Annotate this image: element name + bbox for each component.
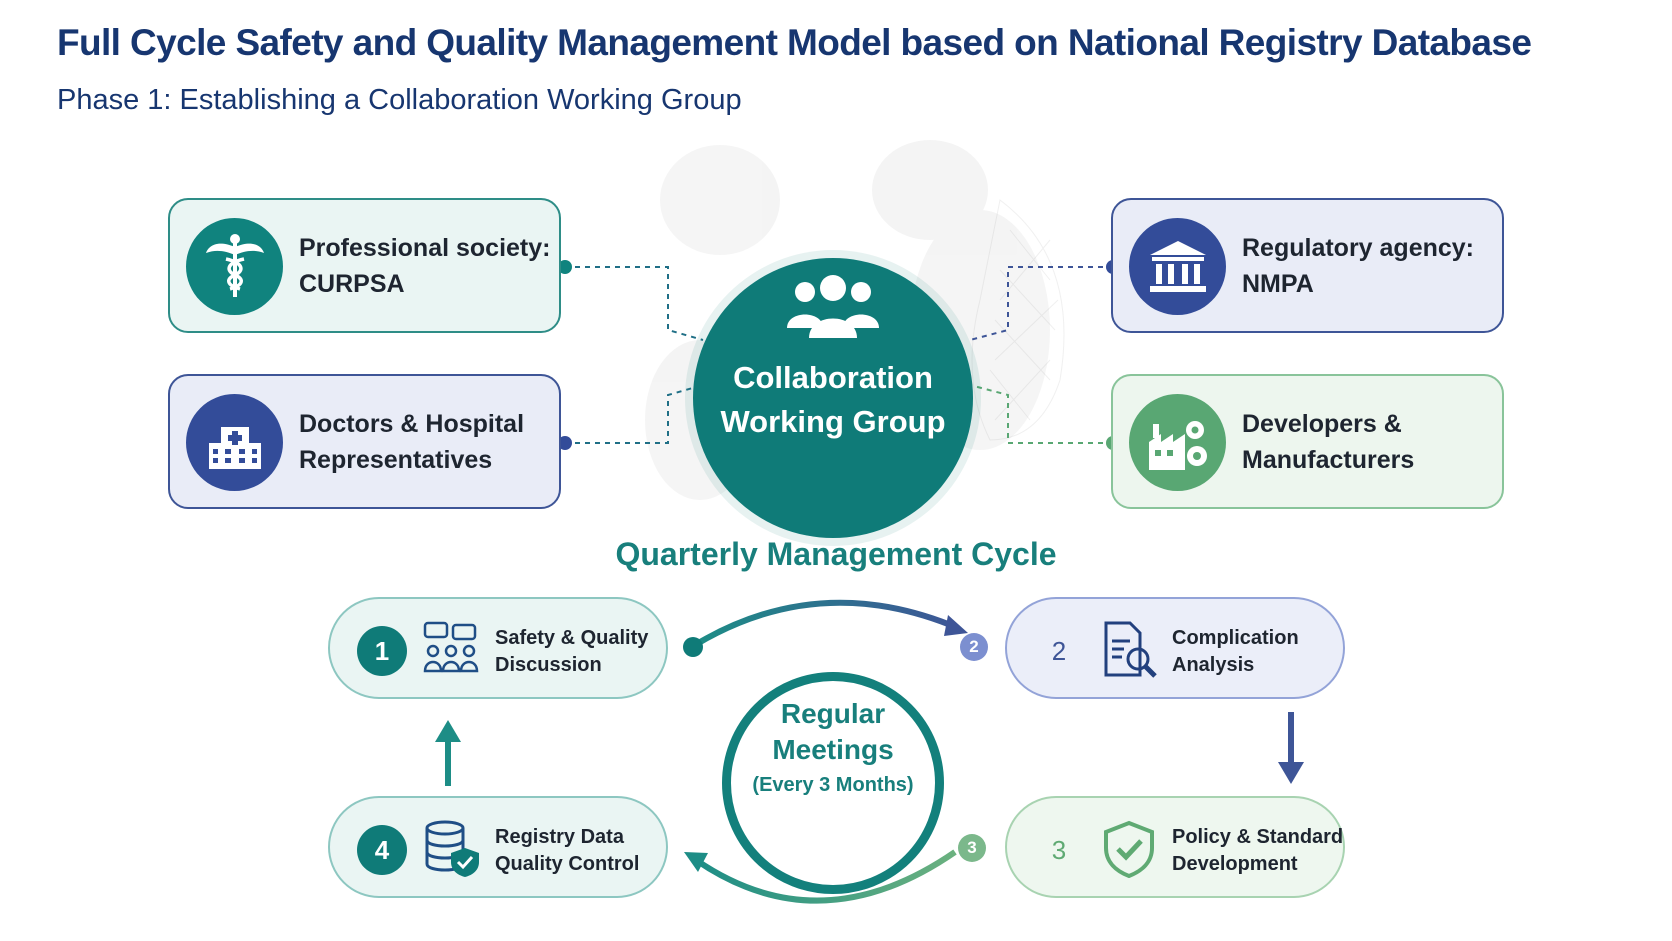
government-building-icon (1129, 218, 1226, 315)
collaboration-group-label: Collaboration Working Group (720, 360, 946, 439)
cycle-step-4: 4 Registry Data Quality Control (328, 796, 668, 898)
document-search-icon (1100, 621, 1158, 679)
page-title: Full Cycle Safety and Quality Management… (57, 22, 1532, 63)
member-card-professional-society: Professional society: CURPSA (168, 198, 561, 333)
member-name: Manufacturers (1242, 446, 1415, 474)
member-label: Professional society: (299, 234, 551, 262)
step-label: Policy & Standard (1172, 826, 1344, 848)
cycle-step-1: 1 Safety & Quality Discussion (328, 597, 668, 699)
member-card-doctors: Doctors & Hospital Representatives (168, 374, 561, 509)
meetings-label-line1: Regular (780, 698, 886, 729)
member-label: Developers & (1242, 410, 1402, 438)
cycle-title: Quarterly Management Cycle (615, 536, 1057, 572)
step-label: Analysis (1172, 654, 1255, 676)
step-label: Complication (1172, 627, 1299, 649)
cycle-step-3: 3 Policy & Standard Development (1005, 796, 1345, 898)
member-card-developers: Developers & Manufacturers (1111, 374, 1504, 509)
member-name: Representatives (299, 446, 493, 474)
member-name: CURPSA (299, 270, 405, 298)
shield-check-icon (1100, 820, 1158, 879)
step-label: Quality Control (495, 853, 640, 875)
meetings-frequency: (Every 3 Months) (752, 774, 914, 796)
step-number: 4 (357, 825, 407, 875)
regular-meetings-ring (722, 672, 944, 894)
step-label: Development (1172, 853, 1298, 875)
step-number: 3 (1051, 834, 1067, 865)
step-label: Discussion (495, 654, 602, 676)
cycle-step-2: 2 Complication Analysis (1005, 597, 1345, 699)
member-card-regulatory: Regulatory agency: NMPA (1111, 198, 1504, 333)
connector-badge-3: 3 (958, 834, 986, 862)
step-label: Registry Data (495, 826, 624, 848)
step-number: 2 (1051, 635, 1067, 666)
meetings-label-line2: Meetings (772, 734, 894, 765)
connector-badge-2: 2 (960, 633, 988, 661)
step-label: Safety & Quality (495, 627, 649, 649)
people-group-icon (783, 272, 883, 342)
page-subtitle: Phase 1: Establishing a Collaboration Wo… (57, 84, 742, 116)
discussion-group-icon (423, 621, 481, 679)
member-name: NMPA (1242, 270, 1314, 298)
member-label: Doctors & Hospital (299, 410, 525, 438)
factory-gear-icon (1129, 394, 1226, 491)
database-shield-icon (423, 820, 481, 878)
step-number: 1 (357, 626, 407, 676)
mesh-illustration (971, 199, 1065, 441)
collaboration-group-circle (693, 258, 973, 538)
caduceus-icon (186, 218, 283, 315)
hospital-icon (186, 394, 283, 491)
member-label: Regulatory agency: (1242, 234, 1475, 262)
